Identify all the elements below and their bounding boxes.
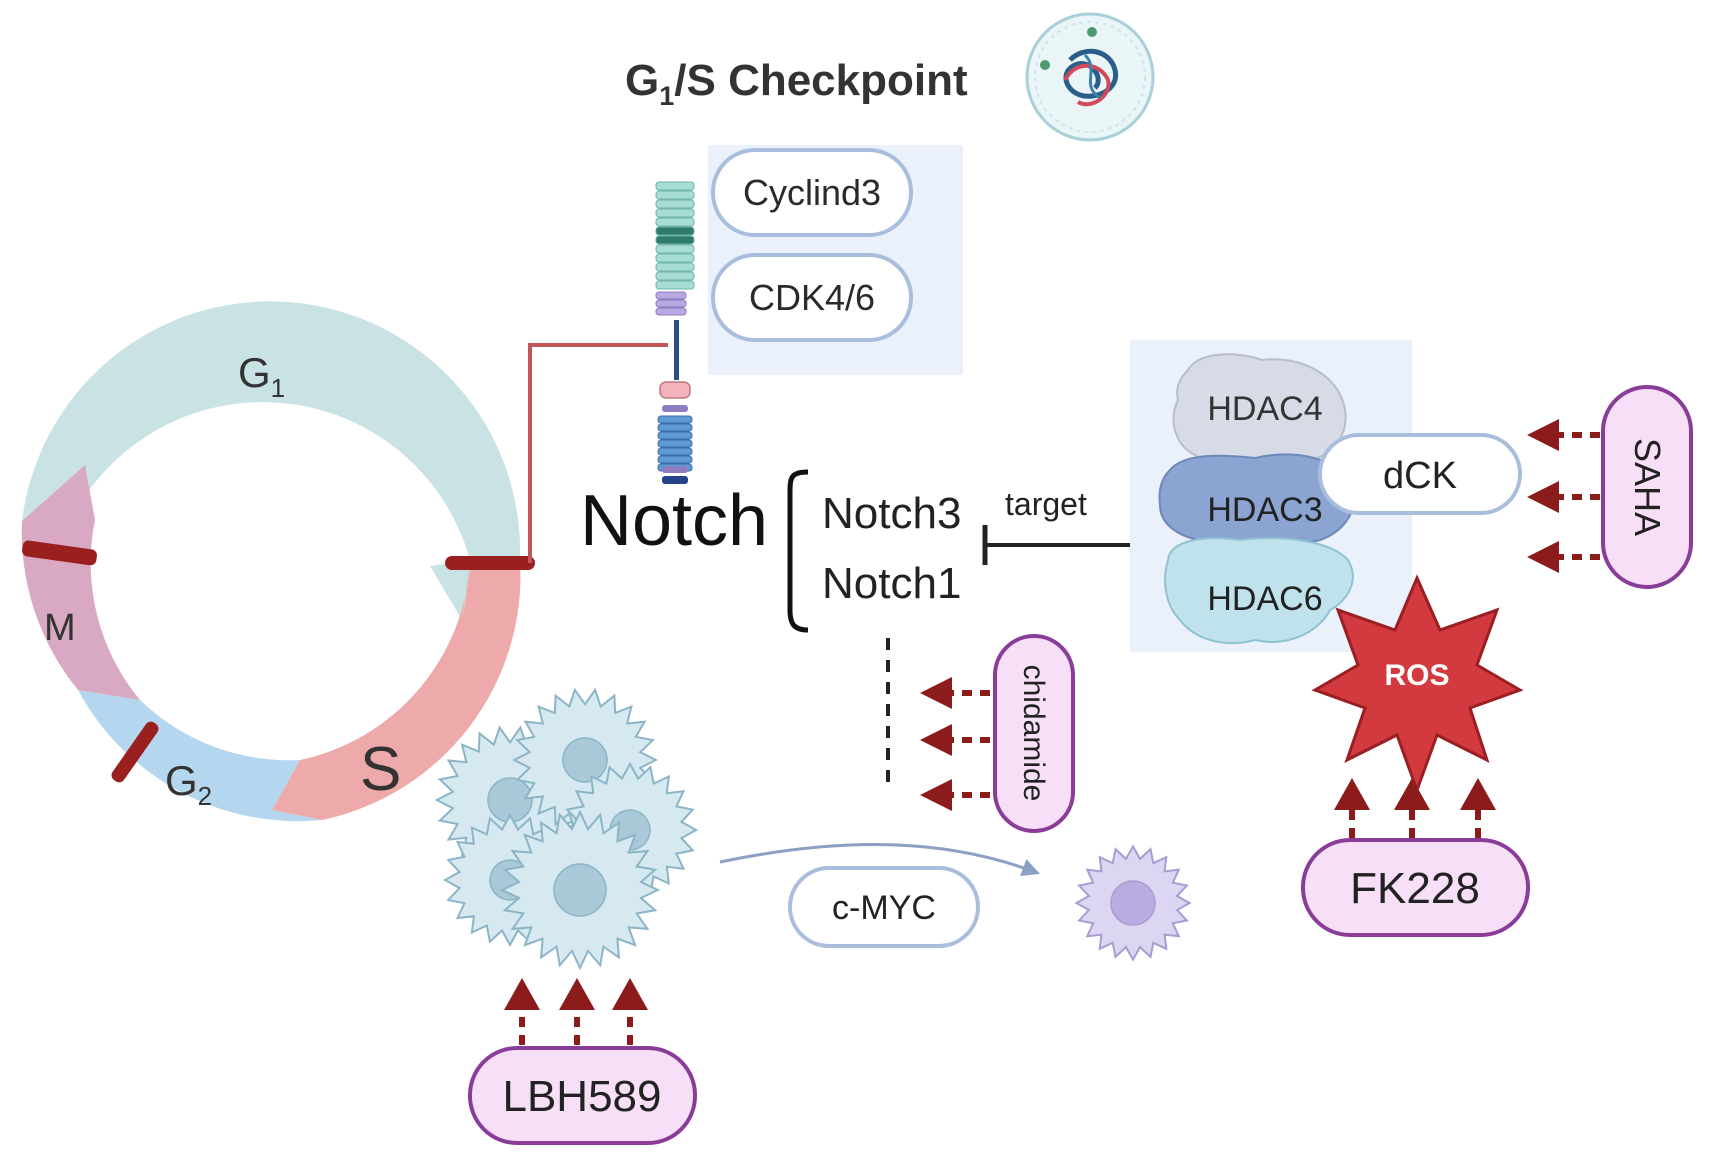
ros-burst-icon: ROS xyxy=(1311,574,1524,795)
receptor-tad-segment xyxy=(662,466,688,473)
receptor-egf-repeat xyxy=(655,253,695,263)
drug-arrow-head xyxy=(1460,778,1496,810)
checkpoint-connector xyxy=(528,343,668,563)
drug-arrow-head xyxy=(1527,419,1559,451)
receptor-ank-repeat xyxy=(657,423,693,432)
fk228-pill: FK228 xyxy=(1301,838,1530,937)
chidamide-pill: chidamide xyxy=(993,634,1075,833)
tumor-cell-cluster-icon xyxy=(434,687,699,971)
receptor-egf-repeat xyxy=(655,280,695,290)
notch1-label: Notch1 xyxy=(822,559,961,608)
receptor-egf-repeat xyxy=(655,190,695,200)
drug-arrow-head xyxy=(920,779,952,811)
g2-phase-arc xyxy=(78,690,322,822)
chidamide-label: chidamide xyxy=(1017,665,1050,802)
hdac6-blob: HDAC6 xyxy=(1164,537,1354,644)
g2-label: G2 xyxy=(165,757,212,811)
m-phase-arc xyxy=(21,465,140,700)
drug-arrow-head xyxy=(612,978,648,1010)
receptor-ank-repeat xyxy=(657,431,693,440)
receptor-ank-repeat xyxy=(657,415,693,424)
cdk46-pill: CDK4/6 xyxy=(711,253,913,342)
notch-bracket xyxy=(787,469,809,633)
receptor-egf-repeat xyxy=(655,217,695,227)
g2-checkpoint-bar xyxy=(111,721,159,783)
cyclind3-pill: Cyclind3 xyxy=(711,148,913,237)
nucleus-icon xyxy=(1025,12,1155,142)
drug-arrow-head xyxy=(920,677,952,709)
cmyc-transition-arrow xyxy=(719,843,1041,876)
s-label: S xyxy=(360,735,401,804)
cmyc-label: c-MYC xyxy=(832,889,936,927)
receptor-lnr-repeat xyxy=(655,307,687,316)
drug-arrow-head xyxy=(1394,778,1430,810)
receptor-egf-repeat xyxy=(655,226,695,236)
drug-arrow-head xyxy=(1527,541,1559,573)
receptor-ank-repeat xyxy=(657,447,693,456)
cdk46-label: CDK4/6 xyxy=(749,277,875,318)
drug-arrow-head xyxy=(1527,481,1559,513)
lbh589-label: LBH589 xyxy=(502,1072,661,1121)
target-label: target xyxy=(1005,486,1087,522)
receptor-lnr-repeat xyxy=(655,299,687,308)
hdac4-blob: HDAC4 xyxy=(1172,353,1347,469)
m-label: M xyxy=(44,607,76,649)
drug-action-arrows xyxy=(504,419,1600,1045)
hdac4-label: HDAC4 xyxy=(1207,390,1322,428)
lbh589-pill: LBH589 xyxy=(468,1046,697,1145)
cyclind3-label: Cyclind3 xyxy=(743,172,881,213)
drug-arrow-head xyxy=(1334,778,1370,810)
g1-phase-arc xyxy=(22,301,521,620)
m-checkpoint-bar xyxy=(22,540,97,566)
receptor-egf-repeat xyxy=(655,271,695,281)
drug-arrow-head xyxy=(920,724,952,756)
cell-nucleus xyxy=(562,737,608,783)
saha-label: SAHA xyxy=(1627,438,1668,536)
g1-s-checkpoint-bar xyxy=(445,556,535,570)
cell-cycle-ring: G1 M G2 S xyxy=(21,301,535,822)
saha-pill: SAHA xyxy=(1601,385,1693,589)
drug-arrow-head xyxy=(504,978,540,1010)
dck-pill: dCK xyxy=(1318,433,1522,515)
page-title: G1/S Checkpoint xyxy=(625,56,968,111)
hdac6-label: HDAC6 xyxy=(1207,580,1322,618)
receptor-egf-repeat xyxy=(655,262,695,272)
notch3-label: Notch3 xyxy=(822,489,961,538)
drug-arrow-head xyxy=(559,978,595,1010)
receptor-ram-segment xyxy=(662,405,688,412)
ros-label: ROS xyxy=(1384,659,1449,692)
s-phase-arc xyxy=(272,560,521,820)
cmyc-pill: c-MYC xyxy=(788,866,980,948)
notch-receptor-icon xyxy=(655,181,695,484)
receptor-egf-repeat xyxy=(655,235,695,245)
g1-label: G1 xyxy=(238,349,285,403)
hdac3-blob: HDAC3 xyxy=(1158,453,1356,548)
receptor-ank-repeat xyxy=(657,439,693,448)
receptor-lnr-repeat xyxy=(655,291,687,300)
receptor-egf-repeat xyxy=(655,199,695,209)
notch-label: Notch xyxy=(580,481,768,561)
apoptotic-cell-icon xyxy=(1074,844,1192,962)
receptor-egf-repeat xyxy=(655,181,695,191)
receptor-egf-repeat xyxy=(655,244,695,254)
receptor-egf-repeat xyxy=(655,208,695,218)
cell-nucleus xyxy=(1110,880,1156,926)
cell-nucleus xyxy=(553,863,607,917)
fk228-label: FK228 xyxy=(1350,864,1480,913)
hdac3-label: HDAC3 xyxy=(1207,491,1322,529)
receptor-ank-repeat xyxy=(657,455,693,464)
dck-label: dCK xyxy=(1383,455,1457,497)
